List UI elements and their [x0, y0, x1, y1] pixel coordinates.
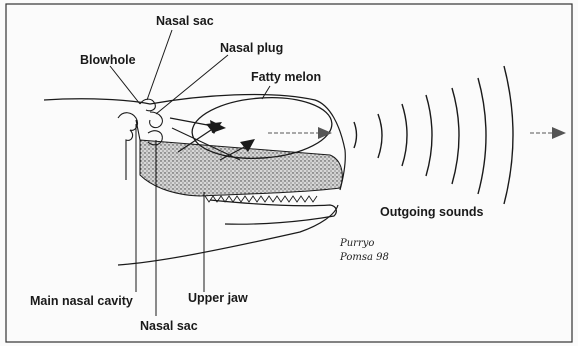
sound-wave-7 [504, 66, 513, 204]
nasal-plug-shape [150, 112, 163, 128]
lower-jaw [210, 200, 336, 224]
label-nasal-plug: Nasal plug [220, 41, 283, 55]
leader-blowhole [110, 66, 140, 104]
leader-nasal-plug [156, 55, 228, 114]
label-upper-jaw: Upper jaw [188, 291, 248, 305]
leader-nasal-sac-top [147, 30, 172, 100]
signature-line-2: Pomsa 98 [339, 252, 389, 263]
sound-wave-2 [378, 114, 382, 158]
signature-line-1: Purryo [339, 238, 374, 249]
label-blowhole: Blowhole [80, 53, 136, 67]
main-nasal-cavity-shape [118, 113, 140, 180]
sound-wave-3 [402, 104, 407, 166]
sound-wave-4 [426, 95, 432, 176]
nasal-sac-top-shape [140, 99, 155, 111]
sound-wave-5 [452, 88, 459, 184]
sound-wave-6 [478, 78, 486, 194]
sound-wave-1 [354, 122, 357, 148]
label-main-nasal-cavity: Main nasal cavity [30, 294, 133, 308]
label-fatty-melon: Fatty melon [251, 70, 321, 84]
outgoing-arrowhead [552, 127, 566, 139]
head-outline-bottom [118, 205, 338, 265]
label-outgoing-sounds: Outgoing sounds [380, 205, 484, 219]
label-nasal-sac-bottom: Nasal sac [140, 319, 198, 333]
label-nasal-sac-top: Nasal sac [156, 14, 214, 28]
